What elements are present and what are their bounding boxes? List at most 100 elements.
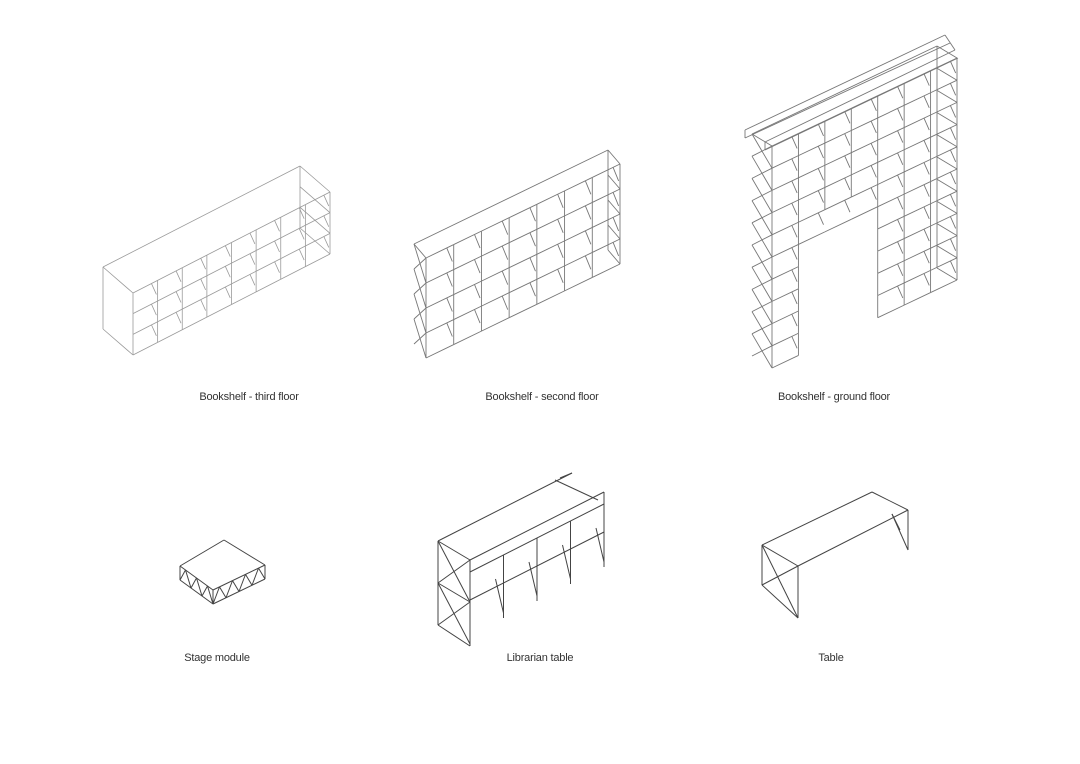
shelf-diagonal-brace	[791, 247, 798, 260]
shelf-depth-edge	[936, 267, 958, 281]
table-base	[761, 584, 799, 619]
lib-brace	[595, 527, 605, 563]
shelf-diagonal-brace	[474, 284, 481, 299]
shelf-board	[206, 242, 232, 256]
shelf-diagonal-brace	[923, 273, 930, 286]
shelf-depth-edge	[299, 186, 331, 213]
shelf-board	[798, 187, 826, 201]
shelf-board	[305, 253, 331, 267]
shelf-board	[280, 245, 306, 259]
shelf-board	[231, 229, 257, 243]
shelf-board	[851, 161, 878, 176]
lib-cross-brace	[437, 559, 471, 584]
label-stage-module: Stage module	[184, 652, 250, 664]
shelf-board	[877, 127, 905, 141]
shelf-diagonal-brace	[557, 244, 564, 258]
side-cross-brace	[751, 256, 773, 268]
shelf-board	[771, 133, 799, 147]
shelf-diagonal-brace	[474, 309, 481, 324]
shelf-board	[536, 290, 565, 305]
shelf-diagonal-brace	[584, 230, 592, 245]
shelf-board	[592, 263, 621, 278]
shelf-diagonal-brace	[584, 180, 592, 195]
label-table: Table	[818, 652, 844, 664]
stage-truss	[190, 577, 197, 589]
shelf-diagonal-brace	[949, 171, 957, 185]
shelf-board	[824, 107, 852, 122]
shelf-diagonal-brace	[557, 194, 564, 208]
shelf-board	[280, 266, 306, 280]
shelf-board	[771, 177, 799, 191]
shelf-board	[903, 247, 931, 262]
shelf-board	[132, 300, 158, 315]
shelf-board	[877, 171, 905, 185]
shelf-board	[877, 104, 905, 119]
shelf-board	[206, 304, 232, 318]
shelf-board	[481, 292, 510, 307]
shelf-diagonal-brace	[897, 152, 904, 165]
shelf-board	[481, 217, 510, 232]
shelf-board	[536, 190, 565, 205]
table-drawing	[761, 491, 909, 619]
shelf-diagonal-brace	[923, 95, 930, 109]
shelf-board	[903, 92, 931, 106]
shelf-board	[851, 139, 878, 154]
shelf-board	[877, 149, 905, 163]
stage-truss	[196, 577, 203, 597]
shelf-diagonal-brace	[923, 251, 930, 264]
shelf-diagonal-brace	[791, 313, 798, 327]
shelf-board	[903, 203, 931, 217]
shelf-diagonal-brace	[791, 336, 798, 349]
shelf-board	[771, 221, 799, 236]
shelf-board	[903, 158, 931, 173]
lib-brace	[528, 561, 538, 597]
shelf-board	[930, 79, 958, 94]
stage-truss	[238, 574, 246, 592]
shelf-board	[903, 292, 931, 306]
lib-brace	[562, 544, 571, 580]
shelf-diagonal-brace	[298, 248, 305, 261]
shelf-board	[305, 232, 331, 247]
shelf-depth-edge	[299, 207, 331, 234]
shelf-diagonal-brace	[791, 269, 798, 282]
table-top-edge	[797, 509, 909, 567]
shelf-board	[903, 114, 931, 128]
shelf-board	[206, 283, 232, 297]
shelf-board	[132, 321, 158, 335]
shelf-board	[824, 152, 852, 166]
shelf-board	[771, 199, 799, 214]
shelf-diagonal-brace	[897, 285, 904, 299]
shelf-board	[851, 117, 878, 131]
shelf-diagonal-brace	[791, 158, 798, 171]
shelf-diagonal-brace	[923, 140, 930, 153]
shelf-board	[771, 244, 799, 258]
shelf-depth-edge	[102, 266, 134, 294]
bookshelf-third-floor-drawing	[102, 165, 331, 356]
shelf-board	[255, 216, 281, 231]
stage-truss	[258, 567, 266, 580]
shelf-diagonal-brace	[949, 194, 957, 207]
shelf-board	[280, 204, 306, 218]
shelf-board	[508, 228, 538, 244]
shelf-depth-edge	[299, 165, 331, 193]
shelf-board	[425, 319, 454, 334]
shelf-board	[425, 269, 454, 284]
shelf-diagonal-brace	[923, 228, 930, 242]
shelf-diagonal-brace	[612, 242, 620, 257]
shelf-board	[851, 184, 878, 198]
shelf-diagonal-brace	[923, 206, 930, 220]
shelf-diagonal-brace	[791, 202, 798, 216]
shelf-depth-edge	[607, 224, 621, 240]
shelf-diagonal-brace	[274, 220, 280, 232]
shelf-board	[280, 224, 306, 239]
shelf-board	[255, 278, 281, 293]
shelf-diagonal-brace	[923, 184, 930, 197]
shelf-board	[157, 288, 183, 302]
shelf-board	[824, 196, 852, 211]
shelf-diagonal-brace	[817, 146, 824, 159]
shelf-board	[564, 252, 593, 267]
shelf-diagonal-brace	[897, 219, 904, 232]
shelf-diagonal-brace	[474, 259, 481, 274]
shelf-diagonal-brace	[200, 258, 207, 270]
bookshelf-ground-floor-drawing	[744, 34, 959, 369]
